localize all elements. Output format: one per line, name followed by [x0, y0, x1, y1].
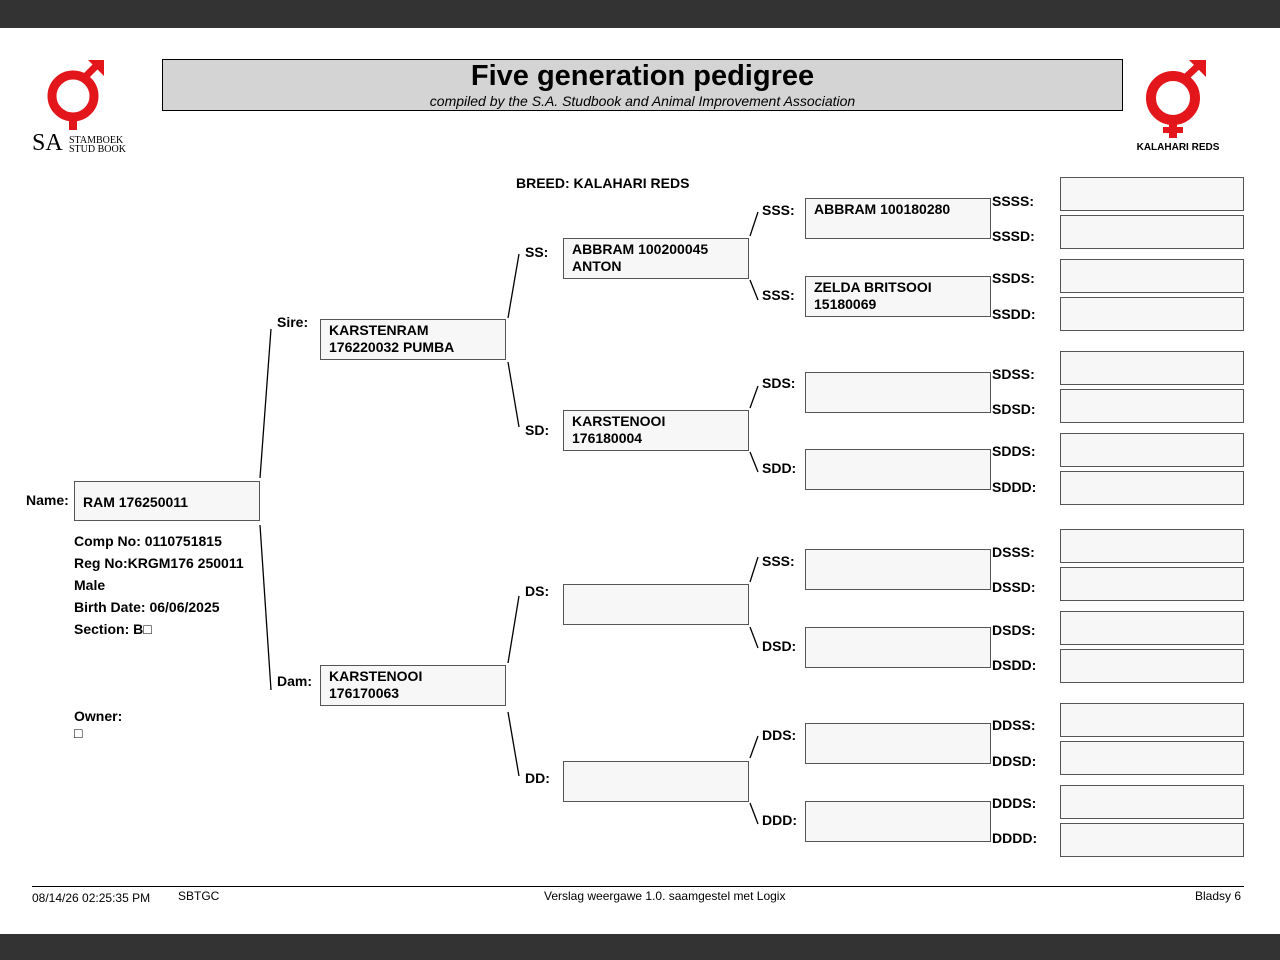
sss-box: ABBRAM 100180280: [805, 198, 991, 239]
gen4-box-8: [1060, 471, 1244, 505]
footer-page: Bladsy 6: [1195, 889, 1242, 903]
ssd-label: SSS:: [762, 287, 795, 303]
reg-no: Reg No:KRGM176 250011: [74, 555, 244, 571]
dsd-label: DSD:: [762, 638, 797, 654]
sa-studbook-logo-icon: [47, 60, 104, 130]
gen4-label-12: DSDD:: [992, 657, 1037, 673]
sire-label: Sire:: [277, 314, 309, 330]
ds-label: DS:: [525, 583, 550, 599]
dds-label: DDS:: [762, 727, 797, 743]
gen4-label-15: DDDS:: [992, 795, 1037, 811]
kalahari-reds-logo-icon: [1146, 60, 1206, 138]
gen4-label-13: DDSS:: [992, 717, 1036, 733]
ds-box: [563, 584, 749, 625]
gen4-label-10: DSSD:: [992, 579, 1036, 595]
sd-label: SD:: [525, 422, 550, 438]
footer-datetime: 08/14/26 02:25:35 PM: [32, 891, 151, 905]
gen4-box-7: [1060, 433, 1244, 467]
gen4-label-14: DDSD:: [992, 753, 1037, 769]
animal-name-box: RAM 176250011: [74, 481, 260, 521]
gen4-label-8: SDDD:: [992, 479, 1037, 495]
gen4-box-15: [1060, 785, 1244, 819]
gen4-label-4: SSDD:: [992, 306, 1036, 322]
gen4-label-3: SSDS:: [992, 270, 1035, 286]
footer-version: Verslag weergawe 1.0. saamgestel met Log…: [544, 889, 786, 903]
gen4-box-6: [1060, 389, 1244, 423]
gen4-box-5: [1060, 351, 1244, 385]
gen4-box-13: [1060, 703, 1244, 737]
kalahari-reds-caption: KALAHARI REDS: [1136, 142, 1220, 153]
gen4-box-12: [1060, 649, 1244, 683]
breed-label: BREED: KALAHARI REDS: [516, 175, 690, 191]
sdd-box: [805, 449, 991, 490]
gen4-label-7: SDDS:: [992, 443, 1036, 459]
gen4-label-6: SDSD:: [992, 401, 1036, 417]
viewer-bottom-bar: [0, 934, 1280, 960]
sdd-label: SDD:: [762, 460, 797, 476]
gen4-box-3: [1060, 259, 1244, 293]
gen4-box-9: [1060, 529, 1244, 563]
gen4-box-10: [1060, 567, 1244, 601]
sss-label: SSS:: [762, 202, 795, 218]
logo-sa-text: SA: [32, 130, 63, 156]
ddd-box: [805, 801, 991, 842]
viewer-top-bar: [0, 0, 1280, 28]
comp-no: Comp No: 0110751815: [74, 533, 222, 549]
ssd-box: ZELDA BRITSOOI 15180069: [805, 276, 991, 317]
footer-code: SBTGC: [178, 889, 220, 903]
gen4-label-5: SDSS:: [992, 366, 1035, 382]
gen4-label-2: SSSD:: [992, 228, 1035, 244]
dam-box: KARSTENOOI 176170063: [320, 665, 506, 706]
dam-label: Dam:: [277, 673, 313, 689]
dss-box: [805, 549, 991, 590]
gen4-box-1: [1060, 177, 1244, 211]
logo-stamboek-text: STAMBOEK: [69, 135, 124, 146]
dd-box: [563, 761, 749, 802]
ss-box: ABBRAM 100200045 ANTON: [563, 238, 749, 279]
ddd-label: DDD:: [762, 812, 797, 828]
dss-label: SSS:: [762, 553, 795, 569]
dds-box: [805, 723, 991, 764]
gen4-box-4: [1060, 297, 1244, 331]
footer-rule: [32, 886, 1244, 887]
logo-studbook-text: STUD BOOK: [69, 144, 126, 155]
section: Section: B□: [74, 621, 152, 637]
gen4-box-2: [1060, 215, 1244, 249]
owner-value: □: [74, 725, 83, 741]
ss-label: SS:: [525, 244, 549, 260]
gen4-label-9: DSSS:: [992, 544, 1035, 560]
page-title: Five generation pedigree: [470, 60, 815, 92]
dd-label: DD:: [525, 770, 550, 786]
owner-label: Owner:: [74, 708, 123, 724]
gen4-label-11: DSDS:: [992, 622, 1036, 638]
sds-label: SDS:: [762, 375, 796, 391]
gen4-label-16: DDDD:: [992, 830, 1038, 846]
sds-box: [805, 372, 991, 413]
gen4-box-14: [1060, 741, 1244, 775]
sex: Male: [74, 577, 106, 593]
name-label: Name:: [26, 492, 69, 508]
gen4-label-1: SSSS:: [992, 193, 1035, 209]
dsd-box: [805, 627, 991, 668]
birth-date: Birth Date: 06/06/2025: [74, 599, 220, 615]
sire-box: KARSTENRAM 176220032 PUMBA: [320, 319, 506, 360]
gen4-box-16: [1060, 823, 1244, 857]
gen4-box-11: [1060, 611, 1244, 645]
title-box: Five generation pedigree compiled by the…: [162, 59, 1123, 111]
page-subtitle: compiled by the S.A. Studbook and Animal…: [429, 93, 856, 109]
sd-box: KARSTENOOI 176180004: [563, 410, 749, 451]
